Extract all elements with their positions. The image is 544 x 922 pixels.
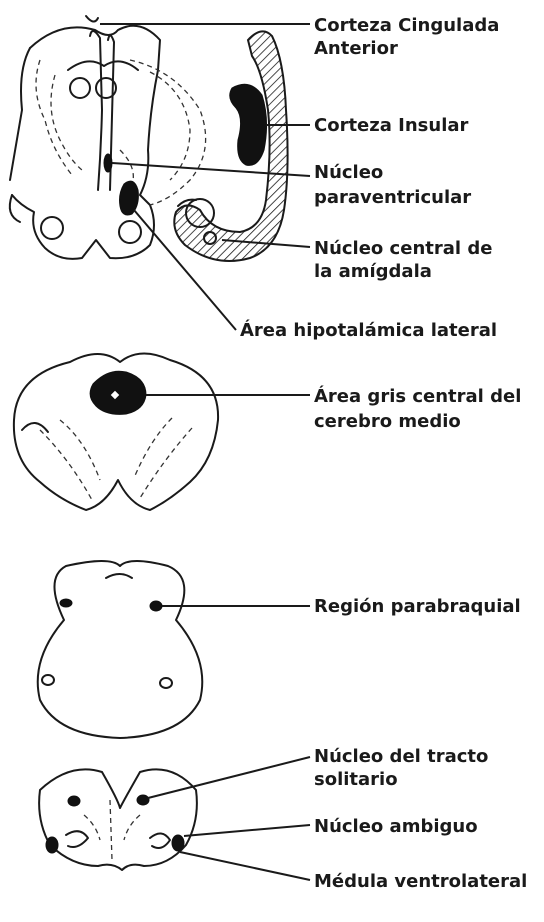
label-nucleo-central-amigdala: Núcleo central de la amígdala bbox=[314, 238, 499, 282]
area-gris-central-marker bbox=[90, 371, 146, 414]
pons-section bbox=[38, 561, 310, 738]
nucleo-tracto-solitario-left-marker bbox=[68, 796, 80, 806]
label-corteza-cingulada: Corteza Cingulada Anterior bbox=[314, 15, 506, 59]
label-area-gris-central: Área gris central del cerebro medio bbox=[314, 385, 528, 432]
label-nucleo-ambiguo: Núcleo ambiguo bbox=[314, 816, 478, 837]
midbrain-section bbox=[14, 353, 310, 510]
area-hipotalamica-lateral-marker bbox=[120, 181, 139, 215]
label-medula-ventrolateral: Médula ventrolateral bbox=[314, 871, 527, 892]
label-nucleo-paraventricular: Núcleo paraventricular bbox=[314, 162, 471, 208]
nucleo-paraventricular-marker bbox=[104, 154, 112, 172]
label-nucleo-tracto-solitario: Núcleo del tracto solitario bbox=[314, 746, 495, 790]
nucleo-ambiguo-left-marker bbox=[46, 837, 58, 853]
label-corteza-insular: Corteza Insular bbox=[314, 115, 469, 136]
region-parabraquial-right-marker bbox=[150, 601, 162, 611]
forebrain-section bbox=[10, 16, 310, 330]
corteza-insular-marker bbox=[230, 84, 267, 165]
medulla-section bbox=[39, 757, 310, 880]
nucleo-tracto-solitario-right-marker bbox=[137, 795, 149, 805]
region-parabraquial-left-marker bbox=[60, 599, 72, 607]
label-region-parabraquial: Región parabraquial bbox=[314, 596, 521, 617]
nucleo-ambiguo-right-marker bbox=[172, 835, 184, 851]
label-area-hipotalamica-lateral: Área hipotalámica lateral bbox=[240, 319, 497, 341]
